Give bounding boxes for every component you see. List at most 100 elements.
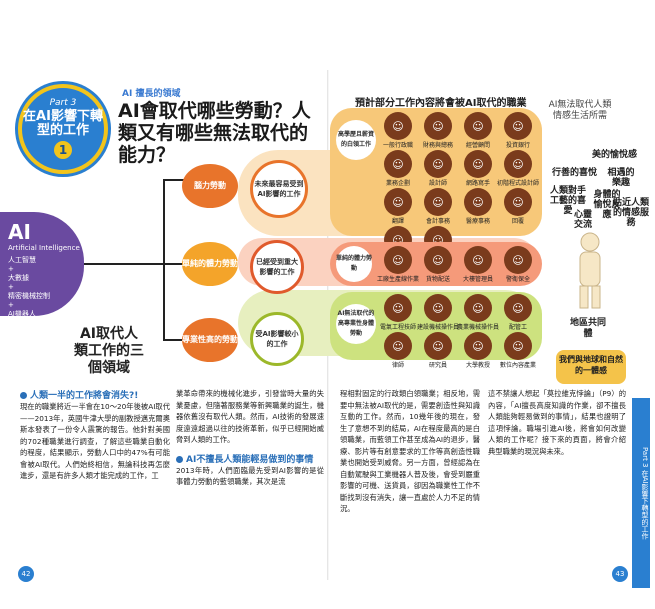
column-2-body2: 2013年時，人們面臨最先受到AI影響的是從事體力勞動的藍領職業，其次是流 bbox=[176, 465, 324, 487]
job-label: 醫療事務 bbox=[465, 218, 490, 225]
worker-icon: ☺ bbox=[464, 332, 492, 360]
job-label: 初階程式設計師 bbox=[496, 180, 539, 187]
side-tab: Part 3 在AI影響下轉型的工作 bbox=[632, 398, 650, 588]
emotion-good-deed: 行善的喜悅 bbox=[552, 168, 598, 178]
worker-icon: ☺ bbox=[384, 188, 412, 216]
job-label: 建設機械操作員 bbox=[416, 324, 459, 331]
worker-icon: ☺ bbox=[464, 112, 492, 140]
row1-head: 高學歷且薪資的白領工作 bbox=[336, 120, 376, 160]
job-item: ☺配管工 bbox=[498, 294, 538, 331]
job-item: ☺ 建設機械操作員 bbox=[416, 294, 459, 331]
ai-component: 大數據 bbox=[8, 274, 29, 282]
worker-icon: ☺ bbox=[384, 150, 412, 178]
job-item: ☺投資銀行 bbox=[498, 112, 538, 149]
worker-icon: ☺ bbox=[464, 246, 492, 274]
job-label: 經營顧問 bbox=[465, 142, 490, 149]
job-item: ☺初階程式設計師 bbox=[496, 150, 539, 187]
job-item: ☺ 警衛保全 bbox=[498, 246, 538, 283]
mindmap-connectors bbox=[84, 179, 184, 341]
job-item: ☺網路寫手 bbox=[458, 150, 498, 187]
worker-icon: ☺ bbox=[384, 294, 412, 322]
node-specialized: 專業性高的勞動 bbox=[182, 318, 238, 362]
row3-head: AI無法取代的高專業性身體勞動 bbox=[336, 304, 376, 344]
job-label: 警衛保全 bbox=[505, 276, 530, 283]
job-label: 大學教授 bbox=[465, 362, 490, 369]
job-item: ☺ 大學教授 bbox=[458, 332, 498, 369]
section-half-jobs: 人類一半的工作將會消失?! 現在的職業將近一半會在10～20年後被AI取代——2… bbox=[20, 388, 170, 482]
job-label: 農業機械操作員 bbox=[456, 324, 499, 331]
worker-icon: ☺ bbox=[504, 188, 532, 216]
job-item: ☺ 農業機械操作員 bbox=[456, 294, 499, 331]
node-brain-work: 腦力勞動 bbox=[182, 164, 238, 208]
job-item: ☺會計事務 bbox=[418, 188, 458, 225]
job-item: ☺ 研究員 bbox=[418, 332, 458, 369]
ai-sub: Artificial Intelligence bbox=[8, 244, 80, 252]
bullet-icon bbox=[176, 455, 183, 463]
ai-component: + bbox=[8, 265, 14, 273]
worker-icon: ☺ bbox=[464, 294, 492, 322]
column-2: 業革命帶來的機械化進步，引發當時大量的失業憂慮，但隨著服務業等新興職業的誕生，機… bbox=[176, 388, 324, 488]
worker-icon: ☺ bbox=[424, 294, 452, 322]
column-2-body1: 業革命帶來的機械化進步，引發當時大量的失業憂慮，但隨著服務業等新興職業的誕生，機… bbox=[176, 389, 324, 444]
job-label: 大樓管理員 bbox=[462, 276, 493, 283]
emotion-beauty: 美的愉悅感 bbox=[592, 150, 638, 160]
worker-icon: ☺ bbox=[384, 246, 412, 274]
worker-icon: ☺ bbox=[504, 112, 532, 140]
ai-label: AI bbox=[8, 220, 31, 244]
ai-component: 人工智慧 bbox=[8, 256, 36, 264]
column-3: 程相對固定的行政類白領職業；相反地，需要中無法被AI取代的是，需要創造性與知識互… bbox=[340, 389, 480, 513]
ai-component: + bbox=[8, 283, 14, 291]
job-label: 研究員 bbox=[428, 362, 447, 369]
jobs-title: 預計部分工作內容將會被AI取代的職業 bbox=[355, 98, 527, 109]
job-label: 翻譯 bbox=[391, 218, 404, 225]
job-item: ☺ 電氣工程技師 bbox=[378, 294, 418, 331]
job-label: 業務企劃 bbox=[385, 180, 410, 187]
job-label: 配管工 bbox=[508, 324, 527, 331]
job-label: 數位內容產業 bbox=[499, 362, 536, 369]
ai-components: 人工智慧+大數據+精密機械控制+AI機器人 bbox=[8, 256, 84, 319]
job-item: ☺ 大樓管理員 bbox=[458, 246, 498, 283]
human-figure bbox=[579, 232, 601, 309]
job-label: 設計師 bbox=[428, 180, 447, 187]
ai-component: + bbox=[8, 301, 14, 309]
part-number: Part 3 bbox=[49, 98, 77, 108]
job-item: ☺ 設計師 bbox=[418, 150, 458, 187]
job-item: ☺ 經營顧問 bbox=[458, 112, 498, 149]
job-item: ☺數位內容產業 bbox=[498, 332, 538, 369]
job-item: ☺ 一般行政職 bbox=[378, 112, 418, 149]
row2-jobs: ☺工廠生產線作業☺貨物配送☺大樓管理員☺警衛保全 bbox=[377, 246, 542, 283]
earth-unity: 我們與地球和自然的一體感 bbox=[556, 350, 626, 384]
ai-component: 精密機械控制 bbox=[8, 292, 50, 300]
worker-icon: ☺ bbox=[424, 150, 452, 178]
job-label: 電氣工程技師 bbox=[379, 324, 416, 331]
worker-icon: ☺ bbox=[384, 332, 412, 360]
worker-icon: ☺ bbox=[424, 246, 452, 274]
ring-already-affected: 已經受到重大影響的工作 bbox=[250, 240, 304, 294]
row2-head: 單純的體力勞動 bbox=[336, 246, 372, 282]
emotion-body: 身體的愉悅反應 bbox=[593, 190, 621, 220]
worker-icon: ☺ bbox=[504, 246, 532, 274]
row1-jobs: ☺一般行政職☺財務與總務☺經營顧問☺投資銀行☺業務企劃☺設計師☺網路寫手☺初階程… bbox=[378, 112, 542, 263]
column-4: 這不禁讓人想起「莫拉維克悖論」（P9）的內容，「AI擅長高度知識的作業，卻不擅長… bbox=[488, 389, 626, 456]
emotion-encounter: 相遇的樂趣 bbox=[607, 168, 635, 188]
job-label: 一般行政職 bbox=[382, 142, 413, 149]
job-label: 財務與總務 bbox=[422, 142, 453, 149]
headline: AI會取代哪些勞動？人類又有哪些無法取代的能力？ bbox=[118, 100, 311, 166]
ring-most-affected: 未來最容易受到AI影響的工作 bbox=[250, 160, 308, 218]
job-item: ☺工廠生產線作業 bbox=[377, 246, 419, 283]
job-item: ☺貨物配送 bbox=[418, 246, 458, 283]
job-item: ☺回覆 bbox=[498, 188, 538, 225]
section-body: 現在的職業將近一半會在10～20年後被AI取代——2013年，英國牛津大學的副教… bbox=[20, 402, 170, 480]
worker-icon: ☺ bbox=[384, 112, 412, 140]
worker-icon: ☺ bbox=[424, 332, 452, 360]
job-item: ☺ 業務企劃 bbox=[378, 150, 418, 187]
worker-icon: ☺ bbox=[424, 188, 452, 216]
part-badge: Part 3 在AI影響下轉型的工作 1 bbox=[18, 84, 108, 174]
row3-jobs: ☺電氣工程技師☺建設機械操作員☺農業機械操作員☺配管工☺律師☺研究員☺大學教授☺… bbox=[378, 294, 542, 369]
part-title: 在AI影響下轉型的工作 bbox=[23, 109, 103, 138]
job-label: 網路寫手 bbox=[465, 180, 490, 187]
job-label: 律師 bbox=[391, 362, 404, 369]
region-community: 地區共同體 bbox=[569, 318, 606, 339]
section2-title: AI不擅長人類能輕易做到的事情 bbox=[186, 454, 314, 465]
worker-icon: ☺ bbox=[464, 188, 492, 216]
